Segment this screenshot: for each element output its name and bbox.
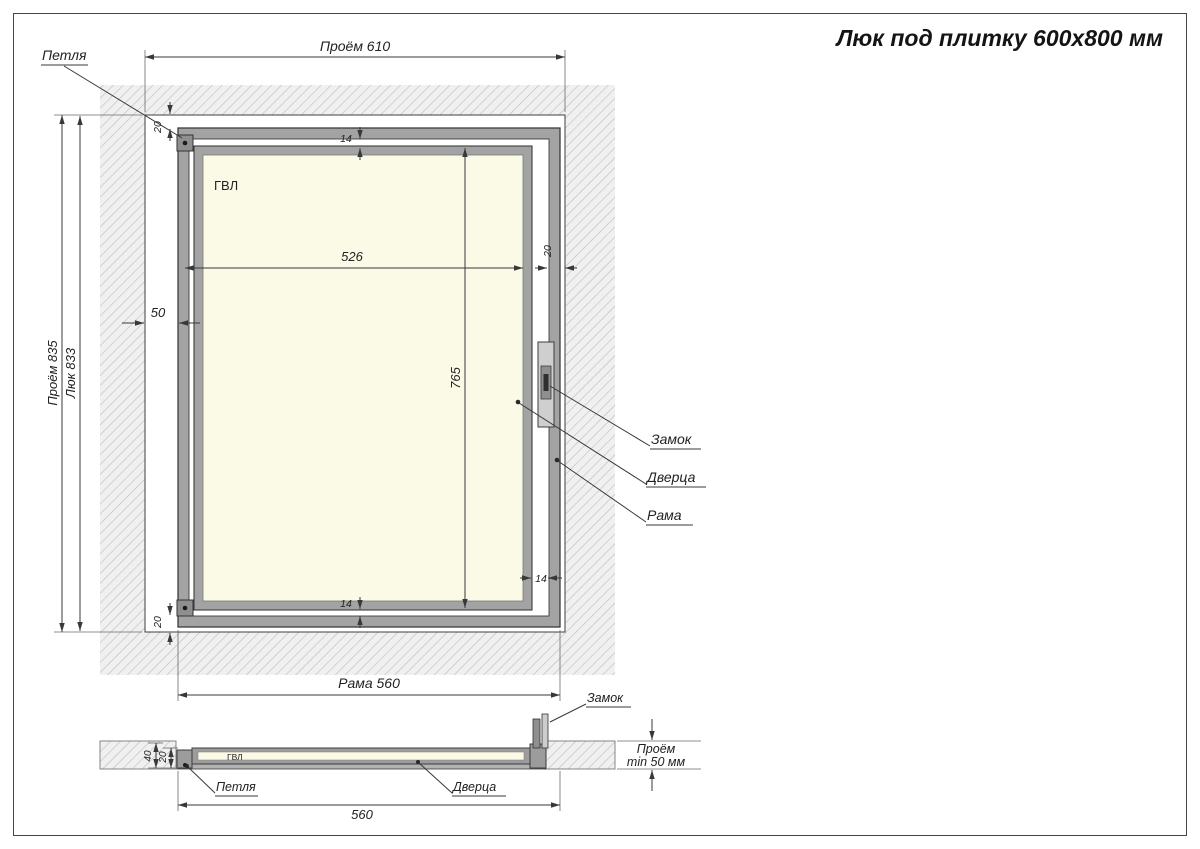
callout-hinge: Петля [41,47,183,139]
hinge-top-pin [182,140,188,146]
wall-section-right [543,740,616,770]
dim-gap-right: 14 [520,573,562,585]
label-frame: Рама [647,507,682,523]
hinge-bottom-pin [182,605,188,611]
section-view: ГВЛ Замок Проём min 50 мм 40 2 [99,691,701,822]
dim-edge-bottom: 20 [152,603,173,645]
leader-line [518,402,647,485]
dim-text-depth-panel: 20 [158,751,169,764]
leader-line [63,65,183,139]
dim-text-edge-top: 20 [152,121,164,134]
label-lock: Замок [651,431,693,447]
dim-frame-width: Рама 560 [177,630,561,701]
dim-text-opening-width: Проём 610 [320,38,391,54]
dim-inner-height: 765 [448,148,468,608]
dim-clearance: Проём min 50 мм [617,719,701,791]
label-hinge: Петля [42,47,87,63]
sheet-border [13,13,1187,836]
leader-dot [185,764,189,768]
dim-text-gap-bottom: 14 [340,598,352,610]
dim-text-frame-width: Рама 560 [338,675,400,691]
leader-line [187,766,216,794]
hinge-bottom [176,599,194,617]
dim-text-offset: 50 [151,305,166,320]
board-section-gvl [197,751,525,761]
label-hinge-section: Петля [216,780,256,794]
dim-text-clearance-1: Проём [637,742,676,756]
callout-door: Дверца [515,399,706,488]
callout-hinge-section: Петля [185,764,258,797]
label-board-section: ГВЛ [227,752,243,762]
dim-text-gap-right: 14 [535,573,547,585]
leader-line [549,703,587,723]
leader-dot [416,760,420,764]
front-view: Проём 610 Проём 835 Люк 833 50 526 20 [41,38,706,701]
callout-lock-section: Замок [549,691,631,723]
dim-opening-height: Проём 835 Люк 833 [45,114,142,633]
callout-door-section: Дверца [416,760,506,797]
door-board-gvl [202,154,524,602]
callout-lock: Замок [549,385,701,450]
callout-frame: Рама [554,457,693,526]
dim-edge-top: 20 [152,102,173,141]
leader-dot [515,399,521,405]
leader-line [557,460,647,523]
dim-text-inner-width: 526 [341,249,363,264]
lock-section-lever [541,713,549,749]
dim-gap-top: 14 [340,127,363,160]
dim-text-edge-bottom: 20 [152,616,164,629]
dim-text-gap-top: 14 [340,133,352,145]
dim-edge-right: 20 [535,245,577,271]
dim-text-hatch-height: Люк 833 [63,347,78,399]
leader-line [549,385,651,447]
label-door: Дверца [645,469,696,485]
dim-gap-bottom: 14 [340,597,363,628]
frame-section-flange [176,763,547,770]
label-board-gvl: ГВЛ [214,178,238,193]
leader-dot [554,457,560,463]
dim-text-clearance-2: min 50 мм [627,755,686,769]
dim-section-width: 560 [177,771,561,822]
dim-depths: 40 20 [143,742,178,769]
lock-section-bar [532,718,541,749]
drawing-title: Люк под плитку 600х800 мм [835,25,1163,51]
label-door-section: Дверца [451,780,496,794]
dim-text-depth-total: 40 [143,750,154,762]
dim-text-inner-height: 765 [448,366,463,388]
leader-line [418,762,453,794]
dim-offset-50: 50 [122,305,200,326]
dim-opening-width: Проём 610 [144,38,566,112]
lock-slot [543,374,549,391]
dim-text-section-width: 560 [351,807,373,822]
dim-text-edge-right: 20 [542,245,554,258]
wall-section-left [99,740,177,770]
hinge-top [176,134,194,152]
lock [537,341,555,428]
dim-text-opening-height: Проём 835 [45,340,60,406]
label-lock-section: Замок [587,691,624,705]
